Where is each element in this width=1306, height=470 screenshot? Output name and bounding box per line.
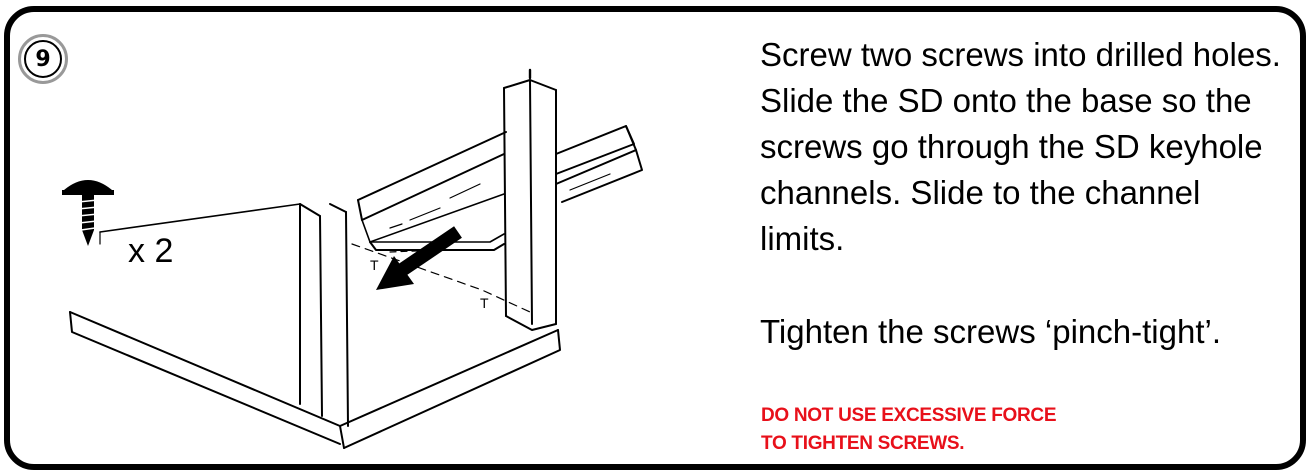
- tighten-instruction: Tighten the screws ‘pinch-tight’.: [760, 313, 1221, 350]
- screw-marker: T: [370, 257, 379, 273]
- hardware-quantity: x 2: [128, 232, 174, 270]
- instruction-text: Screw two screws into drilled holes. Sli…: [760, 32, 1285, 262]
- screw-icon: [62, 180, 114, 246]
- instruction-main: Screw two screws into drilled holes. Sli…: [760, 36, 1281, 257]
- warning-text: DO NOT USE EXCESSIVE FORCE TO TIGHTEN SC…: [761, 402, 1057, 458]
- screw-marker: T: [480, 295, 489, 311]
- step-number-badge: 9: [18, 34, 68, 84]
- warning-line-1: DO NOT USE EXCESSIVE FORCE: [761, 405, 1057, 426]
- instruction-step-panel: 9: [4, 6, 1306, 470]
- warning-line-2: TO TIGHTEN SCREWS.: [761, 433, 965, 454]
- assembly-illustration: T T: [69, 68, 643, 449]
- step-number: 9: [24, 40, 62, 78]
- direction-arrow: [376, 226, 462, 290]
